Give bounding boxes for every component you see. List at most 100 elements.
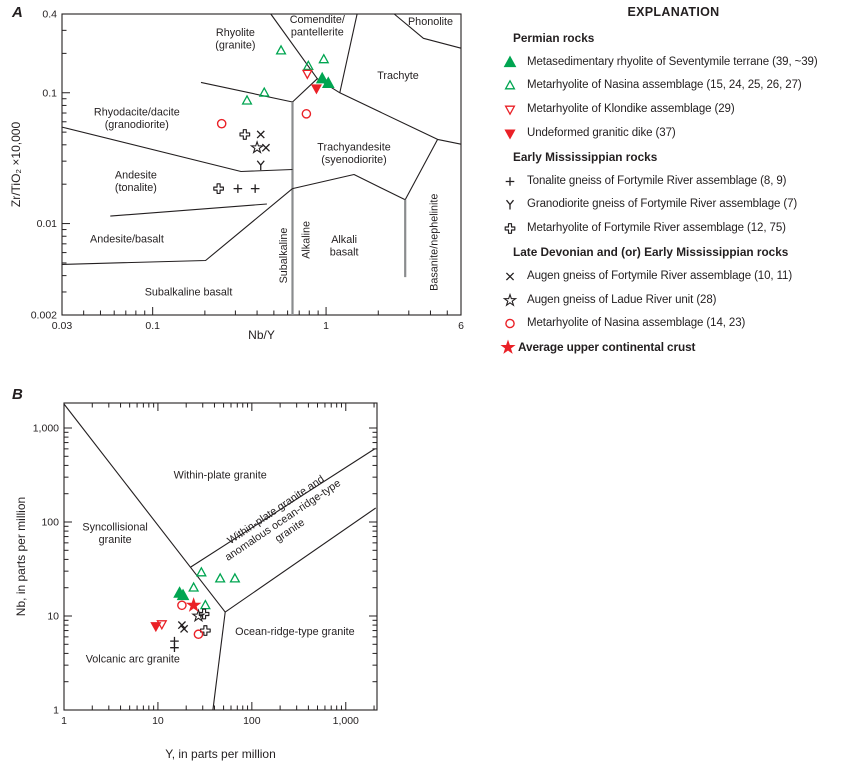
legend-item: Granodiorite gneiss of Fortymile River a… xyxy=(500,193,847,217)
x-marker xyxy=(180,624,189,633)
svg-text:1,000: 1,000 xyxy=(333,715,359,727)
x-icon xyxy=(500,267,519,285)
triangle-down-open-marker xyxy=(504,105,515,116)
legend-item: Undeformed granitic dike (37) xyxy=(500,121,847,145)
field-label: Andesite(tonalite) xyxy=(115,170,157,195)
triangle-up-open-marker xyxy=(199,599,211,610)
svg-text:10: 10 xyxy=(47,611,59,623)
x-marker xyxy=(177,621,186,630)
triangle-up-open-marker xyxy=(241,94,253,105)
svg-text:0.1: 0.1 xyxy=(42,87,57,99)
series xyxy=(241,44,330,105)
legend-item-label: Average upper continental crust xyxy=(518,340,696,355)
plus-marker xyxy=(233,184,243,193)
legend-group-header: Early Mississippian rocks xyxy=(513,149,658,164)
triangle-up-filled-marker xyxy=(176,588,190,601)
legend-item-label: Metarhyolite of Fortymile River assembla… xyxy=(527,222,786,235)
y-axis-title: Nb, in parts per million xyxy=(14,497,28,616)
plot-frame xyxy=(61,13,462,316)
triangle-down-filled-marker xyxy=(310,84,322,95)
star-filled-icon xyxy=(500,338,516,356)
star-open-marker xyxy=(249,140,265,154)
legend-item: Metarhyolite of Fortymile River assembla… xyxy=(500,216,847,240)
field-label: Phonolite xyxy=(408,16,453,28)
triangle-up-filled-marker xyxy=(321,76,335,88)
legend-item-label: Tonalite gneiss of Fortymile River assem… xyxy=(527,174,787,187)
circle-open-marker xyxy=(216,118,227,129)
field-label: Alkaline xyxy=(300,221,312,259)
series xyxy=(315,71,335,88)
field-label: Basanite/nephelinite xyxy=(429,194,441,291)
legend-item-label: Undeformed granitic dike (37) xyxy=(527,127,676,140)
x-axis-title: Y, in parts per million xyxy=(165,747,276,761)
circle-open-marker xyxy=(193,629,204,640)
star-filled-marker xyxy=(500,339,516,355)
series xyxy=(150,622,162,633)
series xyxy=(173,586,190,601)
axis-titles: Y, in parts per million Nb, in parts per … xyxy=(14,497,276,761)
field-label: Comendite/pantellerite xyxy=(290,14,345,39)
axis-titles: Nb/YZr/TiO₂ ×10,000 xyxy=(9,122,275,342)
series xyxy=(188,566,241,610)
triangle-up-filled-marker xyxy=(503,55,516,67)
x-marker xyxy=(505,272,514,281)
cross-open-marker xyxy=(199,625,211,636)
triangle-up-open-marker xyxy=(275,44,287,55)
field-label: Within-plate granite xyxy=(174,470,267,482)
series xyxy=(301,69,313,80)
tick-marks xyxy=(64,403,377,710)
field-label: Within-plate granite andanomalous ocean-… xyxy=(216,467,350,574)
series xyxy=(216,109,312,129)
star-open-marker xyxy=(502,292,517,307)
triangle-up-open-marker xyxy=(258,86,270,97)
plus-marker xyxy=(250,184,260,193)
series xyxy=(177,600,204,640)
series xyxy=(256,160,265,171)
cross-open-icon xyxy=(500,219,519,237)
svg-text:10: 10 xyxy=(152,715,164,727)
plot-frame xyxy=(63,402,378,711)
svg-text:0.002: 0.002 xyxy=(31,310,57,322)
svg-text:0.01: 0.01 xyxy=(37,218,58,230)
circle-open-marker xyxy=(177,600,187,611)
legend-item-label: Metasedimentary rhyolite of Seventymile … xyxy=(527,55,818,68)
series xyxy=(170,636,179,653)
legend-item-label: Metarhyolite of Klondike assemblage (29) xyxy=(527,103,735,116)
svg-text:100: 100 xyxy=(41,517,59,529)
legend-item-label: Augen gneiss of Fortymile River assembla… xyxy=(527,269,793,282)
triangle-down-filled-marker xyxy=(150,622,162,633)
svg-text:6: 6 xyxy=(458,320,464,332)
explanation-title: EXPLANATION xyxy=(627,5,720,19)
data-points xyxy=(213,44,335,194)
legend-item: Metarhyolite of Klondike assemblage (29) xyxy=(500,97,847,121)
legend-item-label: Metarhyolite of Nasina assemblage (14, 2… xyxy=(527,317,746,330)
panel-a-letter: A xyxy=(12,4,23,21)
svg-text:1: 1 xyxy=(61,715,67,727)
field-label: Subalkaline xyxy=(278,228,290,284)
field-boundaries xyxy=(61,13,462,315)
series xyxy=(256,130,270,152)
y-marker xyxy=(505,200,514,210)
x-axis-title: Nb/Y xyxy=(248,328,275,342)
triangle-up-open-marker xyxy=(188,581,200,592)
svg-text:0.1: 0.1 xyxy=(145,320,160,332)
field-labels: Rhyolite(granite)Comendite/pantelleriteP… xyxy=(90,14,453,298)
x-marker xyxy=(256,130,265,139)
triangle-up-filled-icon xyxy=(500,53,519,71)
y-icon xyxy=(500,195,519,213)
series xyxy=(310,84,322,95)
plus-icon xyxy=(500,172,519,190)
triangle-down-open-marker xyxy=(301,69,313,80)
legend-item: Augen gneiss of Fortymile River assembla… xyxy=(500,264,847,288)
svg-text:0.4: 0.4 xyxy=(42,9,57,21)
triangle-down-filled-marker xyxy=(503,129,516,140)
